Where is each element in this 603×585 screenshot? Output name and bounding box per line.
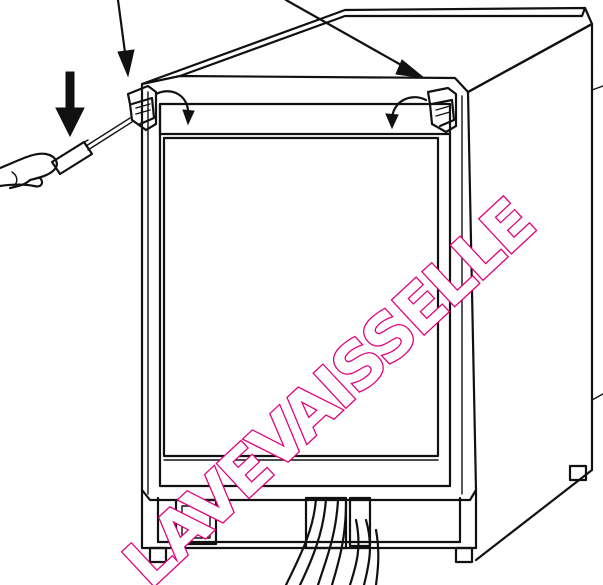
hose-2: [316, 498, 340, 585]
curved-arrow-icon: [385, 96, 428, 130]
mounting-bracket-icon: [426, 86, 458, 134]
down-arrow-icon: [55, 71, 85, 138]
hose-3: [348, 518, 360, 585]
dishwasher-outline: [140, 6, 603, 585]
pointer-line-right: [284, 0, 426, 79]
base-opening-left: [174, 498, 218, 546]
side-panel: [466, 22, 594, 562]
foot-back: [568, 464, 588, 482]
watermark-text: LAVEVAISSELLE: [110, 186, 548, 585]
foot-right: [454, 546, 474, 564]
base-opening-right: [348, 496, 372, 548]
watermark: LAVEVAISSELLE: [109, 185, 550, 585]
foot-left: [148, 546, 168, 564]
screwdriver-icon: [50, 117, 133, 176]
front-frame-outer: [140, 82, 478, 502]
top-panel: [140, 6, 594, 94]
front-frame-inner: [158, 102, 452, 488]
hose-1: [284, 496, 318, 585]
inner-cavity: [162, 136, 440, 458]
mounting-bracket-icon: [126, 84, 158, 132]
pointer-line-left: [116, 0, 135, 78]
hand-icon: [0, 152, 58, 190]
curved-arrow-icon: [154, 90, 195, 126]
